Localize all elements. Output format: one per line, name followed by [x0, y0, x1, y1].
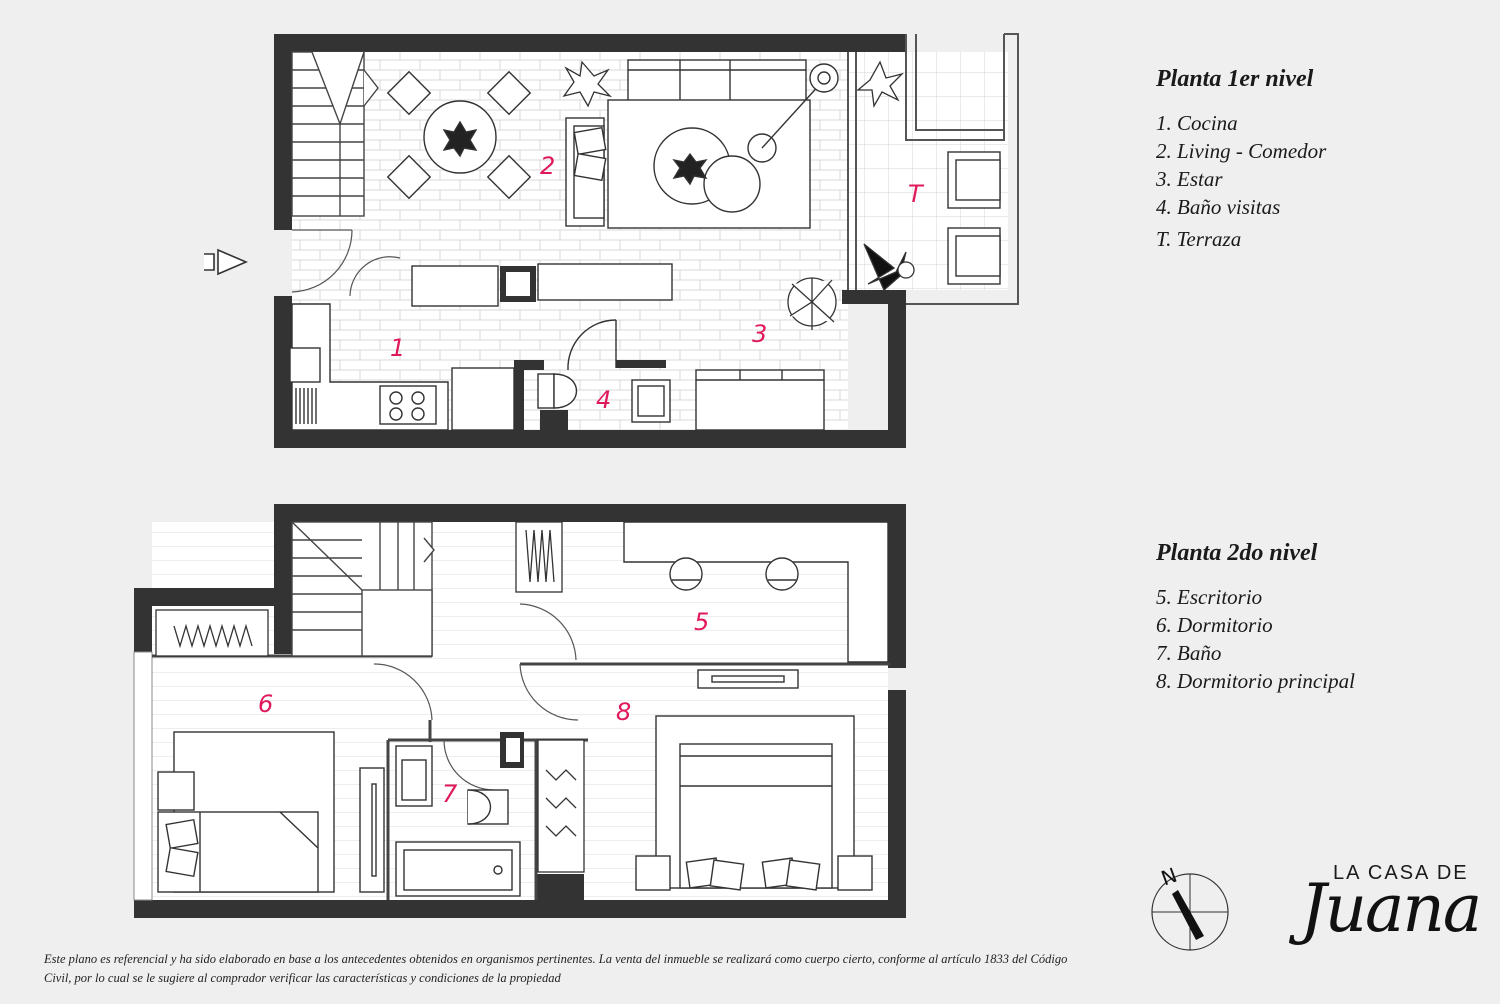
master-bedroom-furniture [635, 669, 873, 891]
room-label-6: 6 [258, 690, 273, 718]
dining-set [386, 70, 532, 200]
terrace-chairs [947, 151, 1001, 285]
legend-item: 6. Dormitorio [1156, 613, 1273, 637]
floor1-plan [204, 33, 1019, 448]
brand-logo-top: LA CASA DE [1333, 862, 1469, 884]
room-label-5: 5 [694, 608, 709, 636]
kitchen-counter [289, 303, 515, 431]
legend-floor2-title: Planta 2do nivel [1156, 540, 1318, 566]
terrace-railing [847, 33, 1019, 305]
legend-item: T. Terraza [1156, 227, 1242, 251]
legend-floor1: Planta 1er nivel 1. Cocina 2. Living - C… [1156, 66, 1476, 253]
legend-item: 3. Estar [1156, 167, 1223, 191]
column-hole-2 [506, 738, 520, 762]
room-labels: 1 2 3 4 T 5 6 7 8 [258, 152, 925, 808]
closets [155, 521, 585, 873]
plant-icons [562, 60, 915, 330]
window-left [133, 651, 153, 901]
legend-item: 7. Baño [1156, 641, 1222, 665]
room-label-7: 7 [442, 780, 458, 808]
room-label-8: 8 [616, 698, 631, 726]
entry-door [291, 229, 401, 297]
disclaimer-text: Este plano es referencial y ha sido elab… [44, 952, 1068, 985]
bathroom-2 [395, 745, 521, 897]
legend-item: 2. Living - Comedor [1156, 139, 1327, 163]
brand-logo-script: Juana [1300, 870, 1482, 947]
legend-floor2: Planta 2do nivel 5. Escritorio 6. Dormit… [1156, 540, 1476, 695]
floor1-stairs [291, 51, 379, 217]
floor2-stairs [291, 521, 435, 657]
legend-item: 4. Baño visitas [1156, 195, 1281, 219]
desk [623, 521, 889, 663]
floor2-plan [133, 504, 906, 918]
compass-icon: N [1151, 863, 1229, 951]
legend-floor1-title: Planta 1er nivel [1156, 66, 1314, 92]
floor2-doors [373, 603, 579, 791]
room-label-2: 2 [540, 152, 555, 180]
room-label-3: 3 [752, 320, 767, 348]
living-furniture [411, 59, 839, 431]
column-hole [506, 272, 530, 296]
legend-floor1-list: 1. Cocina 2. Living - Comedor 3. Estar 4… [1156, 109, 1476, 253]
floor1-walls [274, 34, 906, 448]
room-label-1: 1 [390, 334, 405, 362]
legend-item: 1. Cocina [1156, 111, 1238, 135]
bathroom-visits [537, 319, 671, 423]
room-label-4: 4 [596, 386, 611, 414]
room-label-T: T [908, 180, 925, 208]
legend-item: 5. Escritorio [1156, 585, 1263, 609]
legend-item: 8. Dormitorio principal [1156, 669, 1355, 693]
legend-floor2-list: 5. Escritorio 6. Dormitorio 7. Baño 8. D… [1156, 583, 1476, 695]
bedroom-furniture [157, 731, 385, 893]
entry-icon [204, 248, 249, 276]
